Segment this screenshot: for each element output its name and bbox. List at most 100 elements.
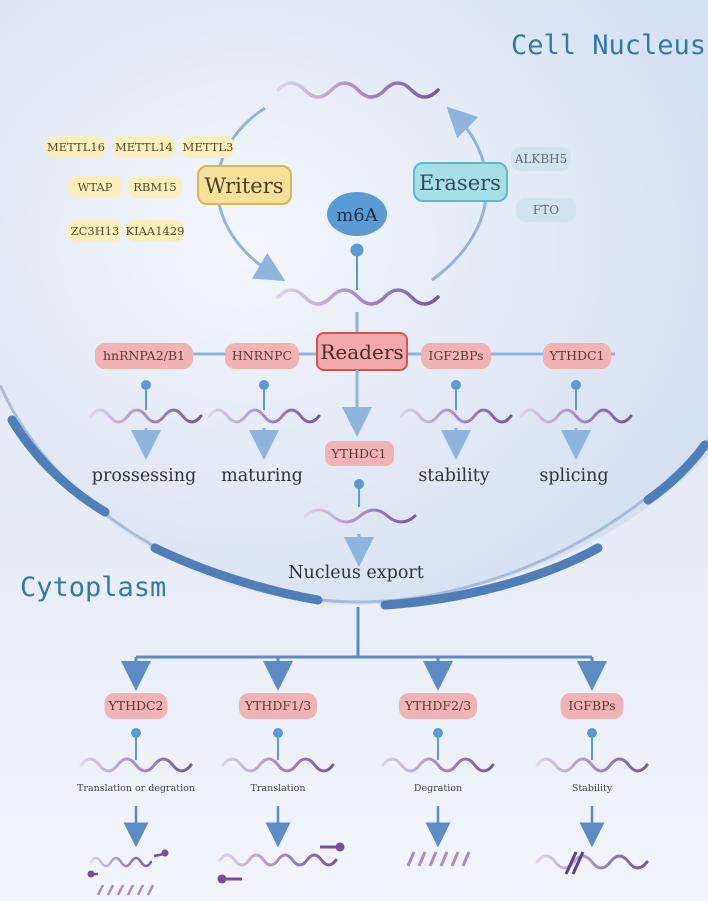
m6a-marker	[327, 192, 387, 236]
cyto-reader-chip	[399, 693, 477, 719]
rna-wave	[535, 757, 649, 773]
cyto-outcome-label: Degration	[414, 783, 462, 794]
cytoplasm-title: Cytoplasm	[20, 572, 166, 603]
reader-chip	[95, 343, 193, 369]
cyto-reader-label: YTHDF2/3	[404, 698, 471, 713]
degradation-fragment	[136, 884, 145, 896]
rna-wave	[399, 408, 513, 424]
writer-label: METTL3	[183, 140, 234, 154]
degradation-fragment	[126, 884, 135, 896]
reader-chip	[421, 343, 491, 369]
degradation-fragment	[96, 884, 105, 896]
degraded-fragment	[439, 851, 449, 867]
degraded-fragment	[406, 851, 416, 867]
m6a-label: m6A	[336, 205, 379, 226]
degraded-fragment	[428, 851, 438, 867]
rna-strand-export	[303, 508, 417, 524]
degradation-fragment	[106, 884, 115, 896]
membrane-segment	[150, 543, 323, 605]
writer-chip	[68, 220, 122, 242]
writer-label: METTL14	[115, 140, 173, 154]
rna-wave	[276, 81, 440, 99]
degraded-fragment	[450, 851, 460, 867]
degraded-fragment	[417, 851, 427, 867]
readers-label: Readers	[320, 340, 403, 364]
writers-label: Writers	[204, 174, 283, 198]
outcome-label: prossessing	[92, 466, 196, 486]
cyto-dot	[587, 728, 597, 738]
outcome-label: stability	[418, 466, 489, 486]
rna-wave	[535, 854, 649, 870]
cyto-reader-label: YTHDF1/3	[244, 698, 311, 713]
membrane-segment	[643, 440, 708, 505]
rna-strand-mid	[276, 288, 440, 306]
rna-wave	[218, 853, 338, 867]
writer-label: RBM15	[133, 180, 177, 194]
degraded-fragment	[461, 851, 471, 867]
reader-dot	[141, 380, 151, 390]
reader-label: hnRNPA2/B1	[103, 348, 185, 363]
cyto-reader-chip	[239, 693, 317, 719]
cyto-outcome-label: Translation or degration	[77, 783, 195, 794]
rna-wave	[221, 757, 335, 773]
rna-wave	[381, 757, 495, 773]
rna-wave	[519, 408, 633, 424]
writer-chip	[182, 136, 234, 158]
writer-label: KIAA1429	[125, 224, 184, 238]
reader-label: IGF2BPs	[428, 348, 483, 363]
rna-wave	[207, 408, 321, 424]
fragment-cap	[161, 849, 169, 857]
cyto-reader-chip	[560, 693, 624, 719]
stabilizer-mark	[571, 851, 585, 875]
degradation-fragment	[146, 884, 155, 896]
writer-chip	[126, 220, 184, 242]
reader-dot	[451, 380, 461, 390]
writer-label: WTAP	[78, 180, 113, 194]
rna-wave	[276, 288, 440, 306]
eraser-chip	[511, 147, 571, 171]
erasers-label: Erasers	[419, 171, 501, 195]
cyto-outcome-label: Translation	[251, 783, 306, 794]
cyto-reader-label: IGFBPs	[568, 698, 615, 713]
translation-cap-dot	[217, 874, 227, 884]
reader-dot	[571, 380, 581, 390]
reader-chip	[543, 343, 611, 369]
rna-wave	[303, 508, 417, 524]
export-dot	[354, 479, 364, 489]
reader-label: YTHDC1	[548, 348, 604, 363]
cyto-reader-chip	[104, 693, 168, 719]
readers-box	[316, 332, 408, 371]
export-reader-chip	[325, 441, 394, 466]
writer-chip	[113, 136, 175, 158]
cyto-dot	[433, 728, 443, 738]
reader-dot	[259, 380, 269, 390]
cyto-dot	[273, 728, 283, 738]
writers-box	[197, 165, 292, 205]
writer-label: ZC3H13	[71, 224, 120, 238]
cyto-dot	[131, 728, 141, 738]
stabilizer-mark	[564, 851, 578, 875]
rna-wave	[89, 408, 203, 424]
writer-chip	[128, 176, 182, 198]
membrane-segment	[380, 543, 603, 610]
cyto-outcome-label: Stability	[572, 783, 613, 794]
cyto-reader-label: YTHDC2	[107, 698, 163, 713]
writer-label: METTL16	[47, 140, 105, 154]
outcome-label: splicing	[539, 466, 608, 486]
degradation-fragment	[116, 884, 125, 896]
writer-chip	[46, 136, 106, 158]
export-reader-label: YTHDC1	[330, 446, 386, 461]
rna-strand-top	[276, 81, 440, 99]
eraser-label: ALKBH5	[514, 152, 568, 166]
cell-nucleus-title: Cell Nucleus	[511, 30, 706, 61]
rna-wave	[89, 856, 153, 868]
erasers-box	[413, 162, 508, 202]
eraser-label: FTO	[533, 203, 559, 217]
translation-cap-dot	[335, 842, 345, 852]
